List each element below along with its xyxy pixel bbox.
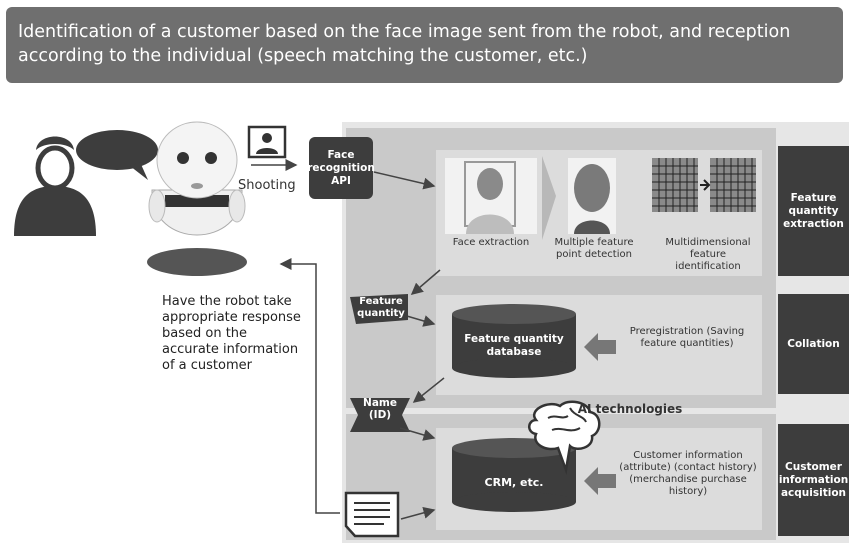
speech-bubble-icon bbox=[76, 130, 158, 180]
face-grid-image bbox=[652, 158, 756, 212]
document-icon bbox=[344, 491, 400, 538]
feature-database-icon bbox=[452, 304, 576, 378]
feature-quantity-tag bbox=[350, 294, 408, 324]
face-extraction-label: Face extraction bbox=[452, 237, 530, 248]
step-arrow bbox=[542, 156, 556, 240]
customer-info-label: Customer information (attribute) (contac… bbox=[619, 450, 757, 497]
brain-icon bbox=[528, 400, 601, 475]
feature-quantity-tag-label: Feature quantity bbox=[357, 296, 405, 319]
header-banner bbox=[6, 7, 843, 83]
ai-technologies-label: AI technologies bbox=[577, 402, 683, 416]
name-id-label: Name (ID) bbox=[363, 397, 397, 421]
crm-label: CRM, etc. bbox=[484, 476, 544, 489]
shooting-label: Shooting bbox=[238, 178, 296, 193]
face-photo-2 bbox=[568, 158, 616, 234]
photo-icon bbox=[247, 125, 287, 159]
face-recognition-api-box: Face recognition API bbox=[307, 137, 375, 199]
name-id-tag bbox=[350, 398, 410, 432]
feature-db-label: Feature quantity database bbox=[464, 333, 564, 358]
robot-image bbox=[147, 121, 247, 276]
info-arrow bbox=[584, 467, 616, 495]
stage-collation: Collation bbox=[778, 294, 849, 394]
robot-instruction-text: Have the robot take appropriate response… bbox=[162, 294, 301, 373]
person-icon bbox=[14, 136, 96, 236]
feature-point-label: Multiple feature point detection bbox=[554, 237, 634, 260]
stage-customer-info: Customer information acquisition bbox=[778, 424, 849, 536]
prereg-arrow bbox=[584, 333, 616, 361]
stage-feature-extraction: Feature quantity extraction bbox=[778, 146, 849, 276]
feature-identification-label: Multidimensional feature identification bbox=[665, 237, 751, 272]
preregistration-label: Preregistration (Saving feature quantiti… bbox=[629, 326, 745, 349]
face-photo-1 bbox=[445, 158, 537, 234]
header-text: Identification of a customer based on th… bbox=[18, 22, 791, 66]
